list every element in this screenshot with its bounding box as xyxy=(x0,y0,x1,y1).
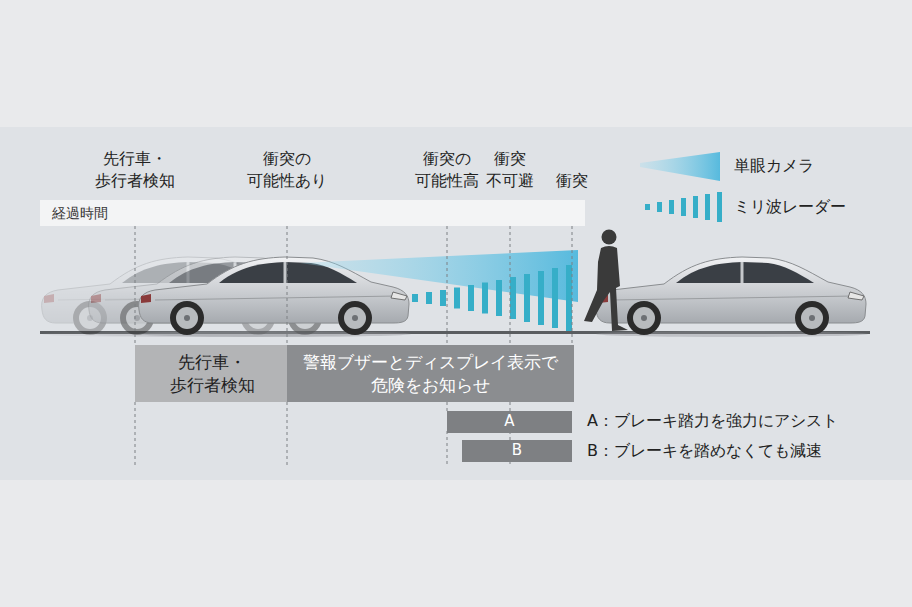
action-bar: A xyxy=(447,411,572,433)
time-bar: 経過時間 xyxy=(40,200,585,226)
box-text: 先行車・ 歩行者検知 xyxy=(141,351,283,395)
legend-text: ミリ波レーダー xyxy=(734,196,846,218)
box-text: 経過時間 xyxy=(52,204,108,222)
box-text: B xyxy=(512,441,522,461)
stage-box: 先行車・ 歩行者検知 xyxy=(135,345,289,402)
timeline-label: 先行車・ 歩行者検知 xyxy=(95,148,175,192)
note-text: A：ブレーキ踏力を強力にアシスト xyxy=(587,410,838,432)
box-text: A xyxy=(504,412,514,432)
action-bar: B xyxy=(462,440,572,462)
timeline-label: 衝突 不可避 xyxy=(486,148,534,192)
legend-text: 単眼カメラ xyxy=(734,155,814,177)
box-text: 警報ブザーとディスプレイ表示で 危険をお知らせ xyxy=(293,351,568,395)
note-text: B：ブレーキを踏めなくても減速 xyxy=(587,440,822,462)
timeline-label: 衝突の 可能性あり xyxy=(247,148,327,192)
stage-box: 警報ブザーとディスプレイ表示で 危険をお知らせ xyxy=(287,345,574,402)
timeline-label: 衝突の 可能性高 xyxy=(415,148,479,192)
timeline-label: 衝突 xyxy=(556,170,588,192)
